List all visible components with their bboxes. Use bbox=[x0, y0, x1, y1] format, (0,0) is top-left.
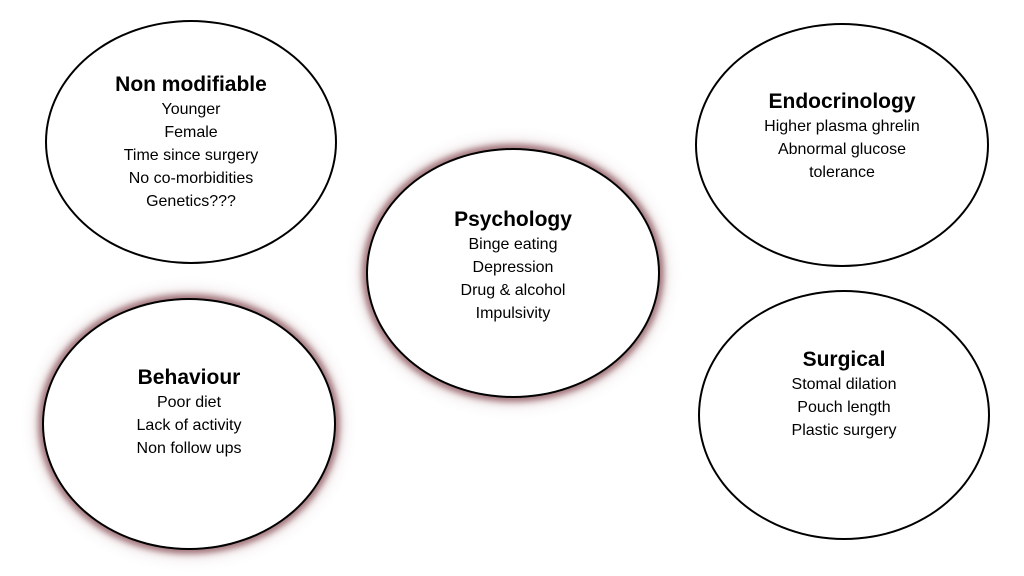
node-lines: Younger Female Time since surgery No co-… bbox=[124, 98, 259, 213]
node-lines: Stomal dilation Pouch length Plastic sur… bbox=[792, 373, 897, 442]
node-line: Younger bbox=[161, 101, 221, 118]
node-line: Lack of activity bbox=[136, 417, 242, 434]
node-line: Non follow ups bbox=[136, 440, 242, 457]
node-title: Endocrinology bbox=[768, 90, 916, 113]
node-line: No co-morbidities bbox=[128, 170, 254, 187]
node-endocrinology: Endocrinology Higher plasma ghrelin Abno… bbox=[695, 23, 989, 267]
node-line: Depression bbox=[472, 259, 554, 276]
node-line: Female bbox=[164, 124, 218, 141]
node-line: Poor diet bbox=[156, 394, 222, 411]
node-line: tolerance bbox=[809, 164, 875, 181]
node-title: Behaviour bbox=[137, 366, 241, 389]
node-psychology: Psychology Binge eating Depression Drug … bbox=[366, 148, 660, 398]
node-behaviour: Behaviour Poor diet Lack of activity Non… bbox=[42, 298, 336, 550]
node-line: Higher plasma ghrelin bbox=[764, 118, 920, 135]
node-lines: Higher plasma ghrelin Abnormal glucose t… bbox=[764, 115, 920, 184]
node-surgical: Surgical Stomal dilation Pouch length Pl… bbox=[698, 290, 990, 540]
node-line: Pouch length bbox=[797, 399, 891, 416]
node-line: Time since surgery bbox=[123, 147, 259, 164]
node-line: Drug & alcohol bbox=[460, 282, 566, 299]
node-line: Binge eating bbox=[468, 236, 558, 253]
node-title: Psychology bbox=[454, 208, 572, 231]
node-line: Impulsivity bbox=[475, 305, 551, 322]
node-line: Abnormal glucose bbox=[777, 141, 907, 158]
node-non-modifiable: Non modifiable Younger Female Time since… bbox=[45, 20, 337, 264]
node-title: Non modifiable bbox=[115, 73, 267, 96]
node-title: Surgical bbox=[802, 348, 886, 371]
node-line: Genetics??? bbox=[146, 193, 236, 210]
node-lines: Binge eating Depression Drug & alcohol I… bbox=[461, 233, 566, 325]
node-lines: Poor diet Lack of activity Non follow up… bbox=[137, 391, 242, 460]
node-line: Plastic surgery bbox=[791, 422, 897, 439]
node-line: Stomal dilation bbox=[791, 376, 897, 393]
